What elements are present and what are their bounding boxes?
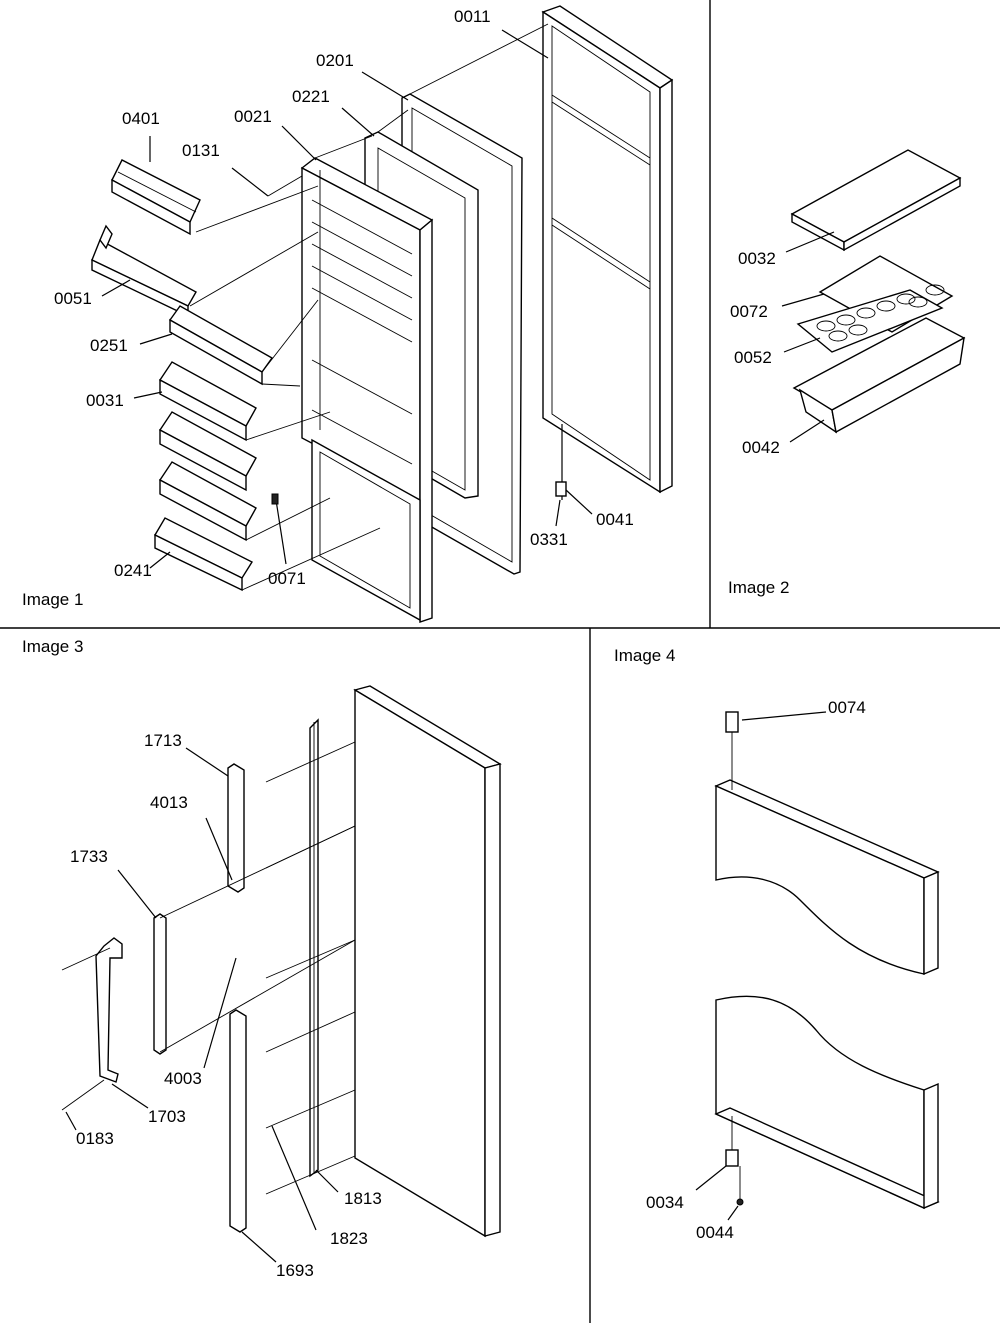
panel-title-image4: Image 4 [614,646,675,665]
panel-title-image1: Image 1 [22,590,83,609]
trim-1733 [153,913,167,1055]
hinge-pin-0074-icon [725,711,739,733]
part-label: 4013 [150,793,188,812]
hinge-rail-1813 [309,718,319,1178]
part-label: 1733 [70,847,108,866]
part-label: 0072 [730,302,768,321]
part-label: 0221 [292,87,330,106]
part-label: 0021 [234,107,272,126]
part-label: 0041 [596,510,634,529]
crisper-cover [790,149,962,252]
handle-1703 [95,937,123,1083]
part-label: 1823 [330,1229,368,1248]
part-label: 0034 [646,1193,684,1212]
part-label: 0071 [268,569,306,588]
panel-image3 [61,685,502,1263]
part-label: 1703 [148,1107,186,1126]
panel-title-image2: Image 2 [728,578,789,597]
panel-title-image3: Image 3 [22,637,83,656]
bin-0031 [158,361,257,442]
part-label: 0251 [90,336,128,355]
part-label: 0074 [828,698,866,717]
screw-0044-icon [736,1198,744,1206]
crisper-pan [792,317,966,434]
stop-0071-icon [271,493,279,505]
part-label: 0031 [86,391,124,410]
part-label: 0051 [54,289,92,308]
part-label: 1713 [144,731,182,750]
part-label: 0011 [454,7,491,26]
outer-door-panel [541,5,674,500]
part-label: 0201 [316,51,354,70]
part-label: 0032 [738,249,776,268]
inner-door-liner [300,157,434,623]
part-label: 0331 [530,530,568,549]
cabinet-side [353,685,502,1238]
trim-1693 [229,1009,247,1233]
part-label: 4003 [164,1069,202,1088]
hinge-0034-icon [725,1149,739,1167]
shelf-0051 [91,224,197,318]
part-label: 0241 [114,561,152,580]
part-label: 1813 [344,1189,382,1208]
part-label: 0183 [76,1129,114,1148]
panel-image2 [781,149,966,443]
bin-0241 [154,517,253,592]
door-top-section [714,779,940,976]
part-label: 0401 [122,109,160,128]
part-label: 0052 [734,348,772,367]
egg-tray [796,255,954,353]
part-label: 0131 [182,141,220,160]
part-label: 1693 [276,1261,314,1280]
bin-0401 [111,159,201,236]
trim-1713 [227,763,245,893]
part-label: 0042 [742,438,780,457]
panel-image1 [91,5,674,623]
panel-image4 [695,711,940,1221]
part-label: 0044 [696,1223,734,1242]
bin-0031-b [158,411,257,492]
door-bottom-section [714,995,940,1210]
